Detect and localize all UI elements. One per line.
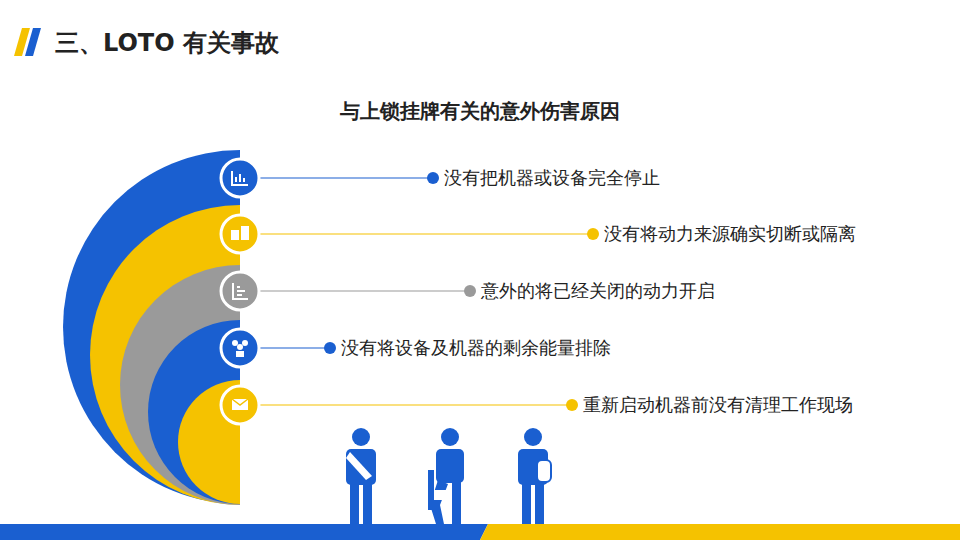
ring-band (63, 150, 240, 504)
bottom-bar (480, 524, 960, 540)
bottom-bar (0, 524, 488, 540)
icon-circles (221, 159, 259, 424)
ring-band (120, 265, 240, 505)
cause-item: 没有将设备及机器的剩余能量排除 (341, 337, 611, 359)
ring-band (90, 205, 240, 505)
injured-figures (346, 428, 551, 524)
cause-item: 意外的将已经关闭的动力开启 (481, 280, 715, 302)
cause-item: 没有将动力来源确实切断或隔离 (604, 223, 856, 245)
slide-title: 三、LOTO 有关事故 (55, 29, 279, 58)
cause-item: 没有把机器或设备完全停止 (444, 167, 660, 189)
cause-item: 重新启动机器前没有清理工作现场 (583, 394, 853, 416)
header-slash (25, 28, 41, 56)
subtitle: 与上锁挂牌有关的意外伤害原因 (340, 99, 620, 123)
